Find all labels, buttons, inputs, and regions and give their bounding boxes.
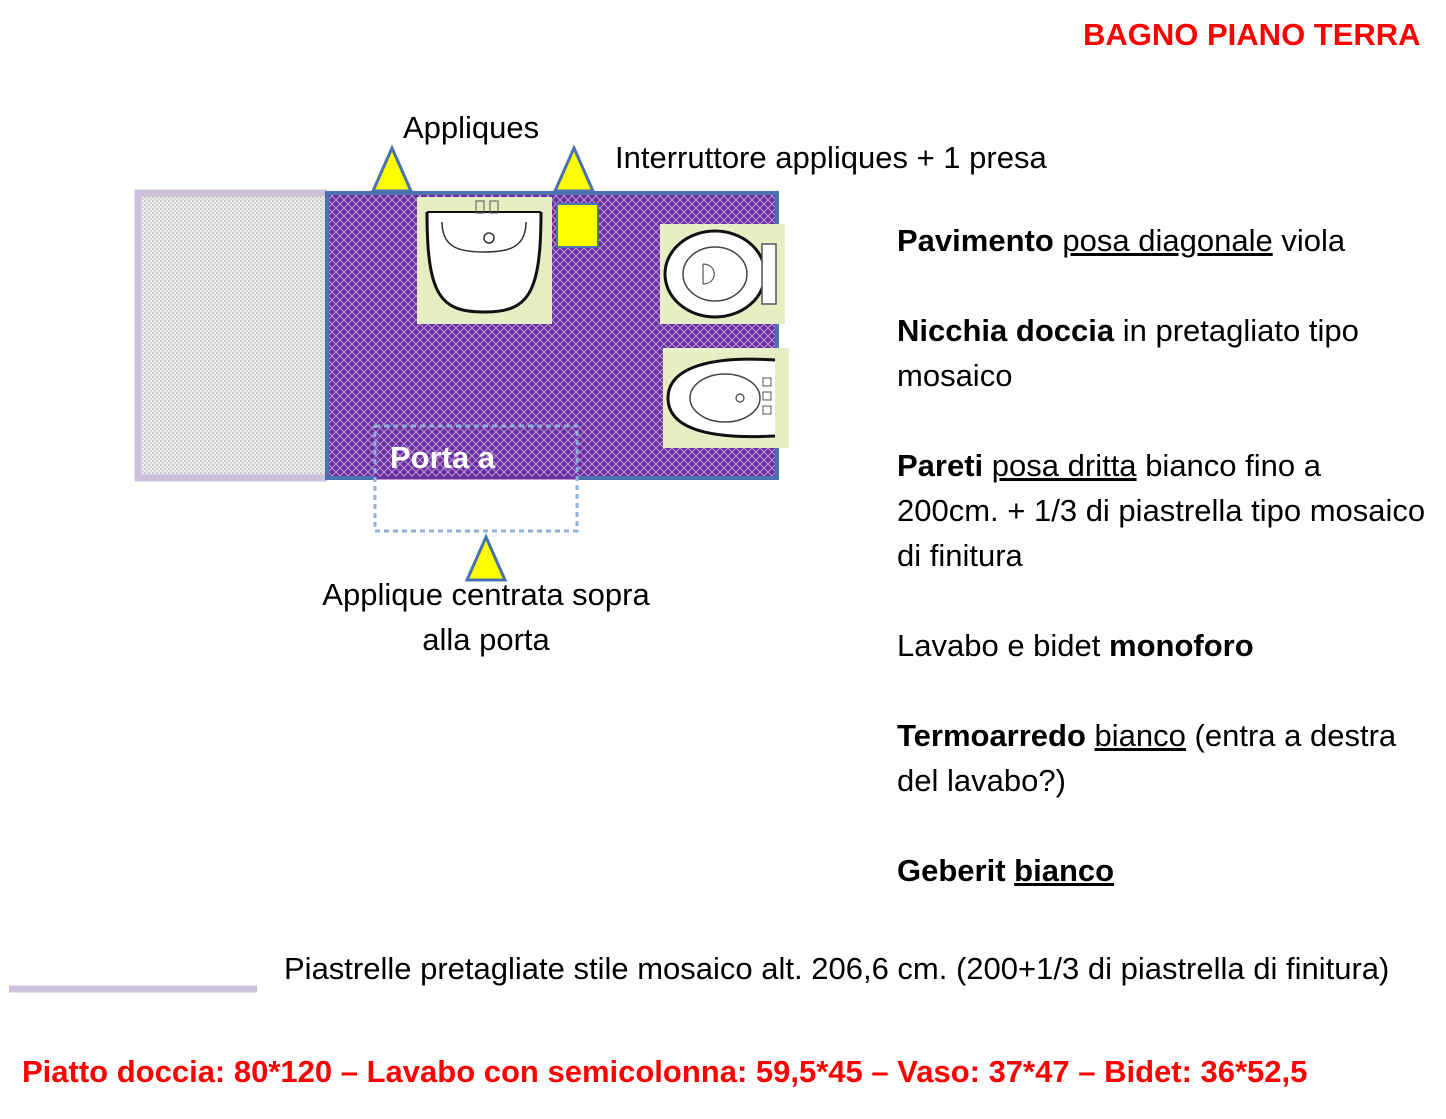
door-label-line-2: scrigno <box>390 484 502 519</box>
spec-shower-niche-title: Nicchia doccia <box>897 313 1115 348</box>
door-label-line-1: Porta a <box>390 440 496 475</box>
spec-geberit-title: Geberit <box>897 853 1006 888</box>
spec-radiator-title: Termoarredo <box>897 718 1086 753</box>
washbasin-icon <box>417 197 552 324</box>
spec-walls-title: Pareti <box>897 448 984 483</box>
spec-fixtures: Lavabo e bidet monoforo <box>897 623 1427 668</box>
spec-floor-underlined: posa diagonale <box>1062 223 1273 258</box>
door-label: Porta a scrigno <box>390 436 570 524</box>
page-title: BAGNO PIANO TERRA <box>1083 17 1421 52</box>
appliques-label: Appliques <box>403 110 540 145</box>
shower-niche <box>138 193 327 478</box>
legend-text: Piastrelle pretagliate stile mosaico alt… <box>284 951 1390 986</box>
spec-floor: Pavimento posa diagonale viola <box>897 218 1427 263</box>
switch-socket-icon <box>556 203 599 248</box>
bathroom-walls <box>325 191 779 480</box>
spec-radiator-underlined: bianco <box>1094 718 1186 753</box>
spec-walls: Pareti posa dritta bianco fino a 200cm. … <box>897 443 1427 578</box>
spec-walls-underlined: posa dritta <box>991 448 1137 483</box>
door-applique-line-1: Applique centrata sopra <box>322 577 650 612</box>
spec-geberit: Geberit bianco <box>897 848 1427 893</box>
spec-shower-niche: Nicchia doccia in pretagliato tipo mosai… <box>897 308 1427 398</box>
switch-label: Interruttore appliques + 1 presa <box>615 140 1047 175</box>
pocket-door-outline <box>373 424 579 533</box>
spec-geberit-underlined: bianco <box>1014 853 1115 888</box>
applique-marker-right-icon <box>552 144 596 193</box>
door-applique-line-2: alla porta <box>422 622 550 657</box>
shower-mosaic-edge <box>134 189 327 482</box>
door-applique-label: Applique centrata sopra alla porta <box>286 572 686 662</box>
toilet-icon <box>660 224 785 324</box>
applique-door-marker-icon <box>464 533 508 582</box>
spec-fixtures-plain: Lavabo e bidet <box>897 628 1101 663</box>
spec-shower-niche-rest: in pretagliato tipo mosaico <box>897 313 1359 393</box>
spec-radiator-rest: (entra a destra del lavabo?) <box>897 718 1397 798</box>
spec-fixtures-bold: monoforo <box>1109 628 1254 663</box>
spec-floor-rest: viola <box>1281 223 1346 258</box>
dimensions-line: Piatto doccia: 80*120 – Lavabo con semic… <box>22 1054 1308 1089</box>
spec-floor-title: Pavimento <box>897 223 1054 258</box>
spec-walls-rest: bianco fino a 200cm. + 1/3 di piastrella… <box>897 448 1426 573</box>
spec-radiator: Termoarredo bianco (entra a destra del l… <box>897 713 1427 803</box>
spec-list: Pavimento posa diagonale viola Nicchia d… <box>897 218 1427 893</box>
bidet-icon <box>663 348 789 448</box>
applique-marker-left-icon <box>370 144 414 193</box>
